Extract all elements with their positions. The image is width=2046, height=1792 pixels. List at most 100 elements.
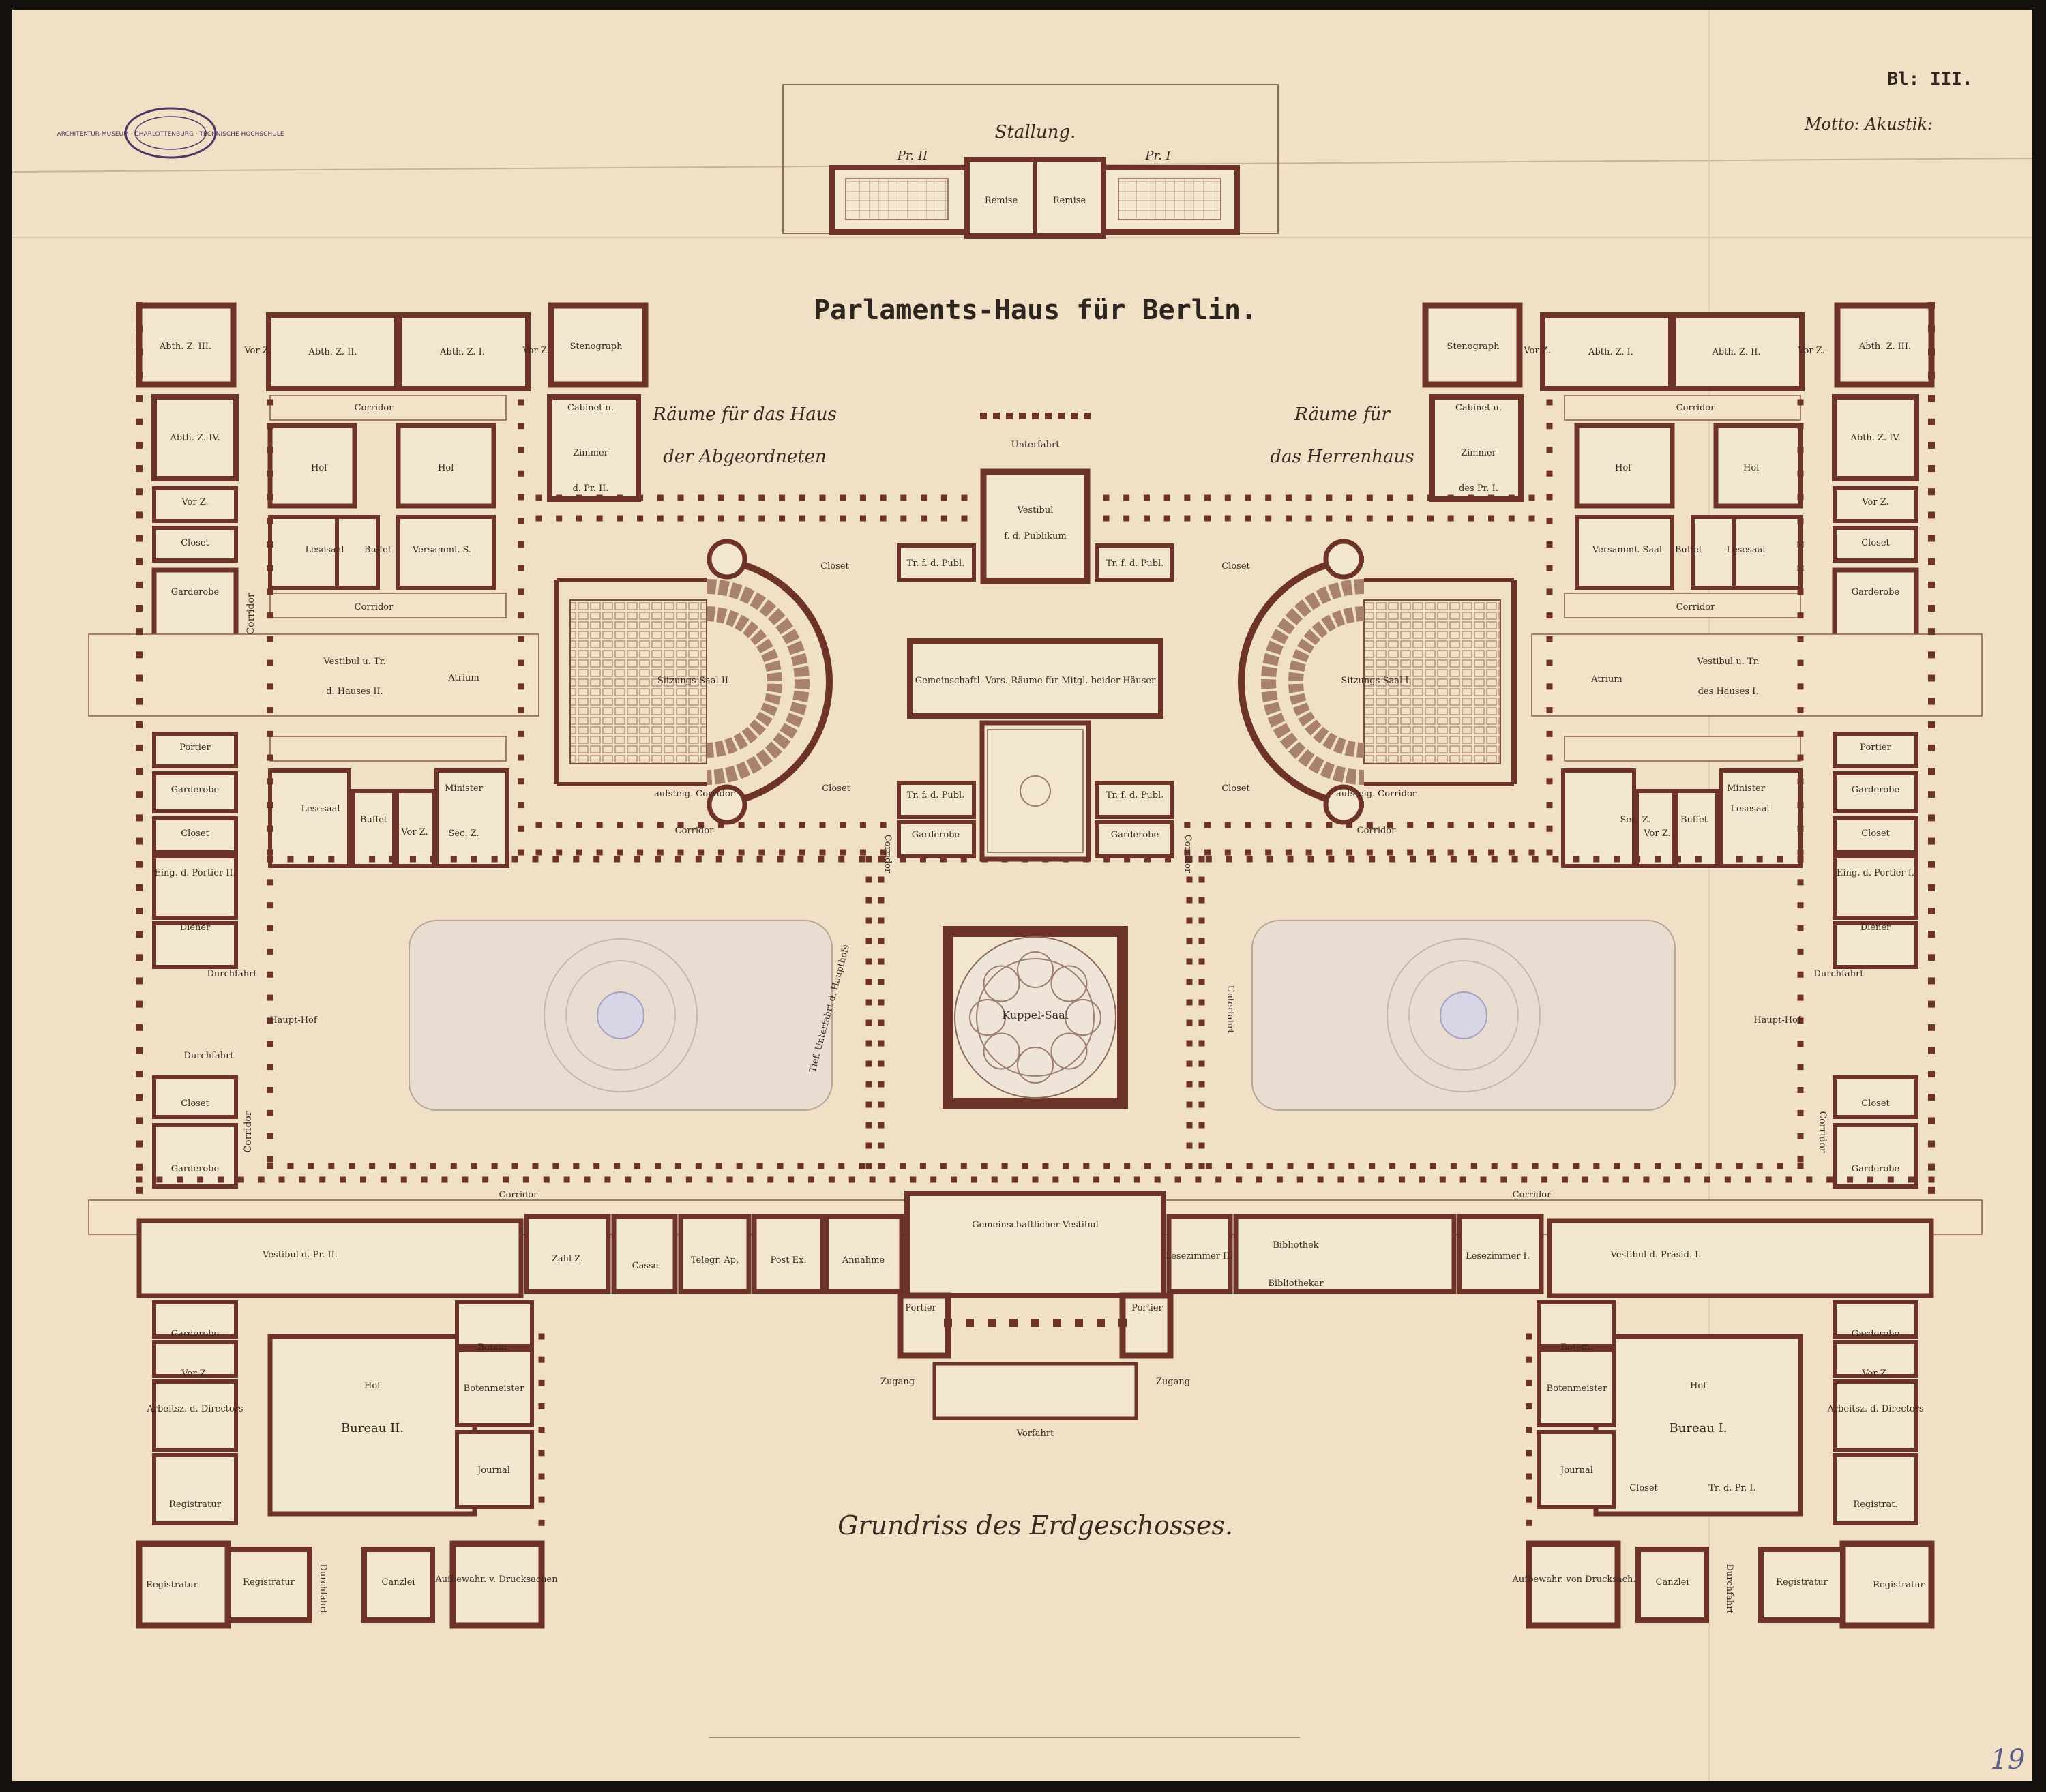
pier xyxy=(1928,325,1935,333)
room-outline xyxy=(136,1218,524,1298)
room-label: Registrat. xyxy=(1853,1499,1897,1510)
pier xyxy=(518,683,524,690)
pier xyxy=(919,856,926,863)
pier xyxy=(940,1163,947,1169)
pier xyxy=(1186,1081,1193,1088)
pier xyxy=(1429,1163,1436,1169)
assembly-halls xyxy=(554,539,1517,825)
room-label: Garderobe xyxy=(1852,1329,1900,1339)
pier xyxy=(1546,423,1553,430)
pier xyxy=(1488,849,1495,856)
pier xyxy=(1337,1176,1344,1183)
pier xyxy=(538,1379,545,1386)
pier xyxy=(614,1163,621,1169)
pier xyxy=(136,768,143,775)
room-outline xyxy=(396,515,496,590)
pier xyxy=(1928,535,1935,542)
pier xyxy=(1526,1613,1532,1619)
pier xyxy=(538,1519,545,1526)
room-label: Closet xyxy=(181,538,209,548)
pier xyxy=(596,515,603,522)
pier xyxy=(369,1163,376,1169)
fountain-ring xyxy=(544,938,698,1092)
pier xyxy=(758,515,765,522)
pier xyxy=(878,938,885,944)
pier xyxy=(1326,849,1333,856)
pier xyxy=(1186,917,1193,924)
room-outline xyxy=(1833,1340,1918,1378)
pier xyxy=(1143,515,1150,522)
pier xyxy=(450,856,457,863)
pier xyxy=(1614,1163,1620,1169)
pier xyxy=(278,1176,285,1183)
pier xyxy=(430,856,436,863)
pier xyxy=(698,494,705,501)
pier xyxy=(267,423,273,430)
pier xyxy=(1756,856,1763,863)
pier xyxy=(156,1176,163,1183)
pier xyxy=(1736,1163,1743,1169)
room-label: Registratur xyxy=(1776,1577,1828,1587)
pier xyxy=(1198,938,1205,944)
pier xyxy=(848,1176,855,1183)
pier xyxy=(1184,515,1191,522)
pier xyxy=(1366,822,1373,828)
room-label: Abth. Z. I. xyxy=(439,347,485,357)
pier xyxy=(1346,849,1353,856)
pier xyxy=(930,1176,937,1183)
room-outline xyxy=(151,567,239,648)
pier xyxy=(1928,488,1935,496)
pier xyxy=(535,822,542,828)
room-label: Buffet xyxy=(1675,545,1703,555)
pier xyxy=(267,588,273,595)
pier xyxy=(921,515,928,522)
pier xyxy=(840,849,846,856)
room-outline xyxy=(1758,1547,1845,1623)
room-outline xyxy=(1674,789,1719,868)
pier xyxy=(1198,856,1205,863)
room-label: Vor Z. xyxy=(181,1369,208,1379)
pier xyxy=(518,518,524,524)
room-outline xyxy=(152,486,238,523)
pier xyxy=(1736,856,1743,863)
room-label: Buffet xyxy=(364,545,392,555)
room-outline xyxy=(1429,394,1524,502)
room-outline xyxy=(979,720,1091,862)
room-label: Garderobe xyxy=(1852,587,1900,597)
pier xyxy=(1546,518,1553,524)
room-outline xyxy=(1422,302,1523,388)
room-label: Durchfahrt xyxy=(318,1564,328,1614)
pier xyxy=(1307,856,1314,863)
room-label: Garderobe xyxy=(171,1329,220,1339)
pier xyxy=(717,494,724,501)
pier xyxy=(136,674,143,682)
pier xyxy=(267,707,273,714)
pier xyxy=(136,1163,143,1171)
pier xyxy=(988,1319,996,1327)
pier xyxy=(136,1000,143,1008)
pier xyxy=(1928,861,1935,868)
pier xyxy=(1928,1024,1935,1031)
pier xyxy=(136,372,143,379)
pier xyxy=(543,1176,550,1183)
pier xyxy=(1704,1176,1710,1183)
stamp-text: ARCHITEKTUR-MUSEUM · CHARLOTTENBURG · TE… xyxy=(57,131,284,138)
room-outline xyxy=(1839,1540,1935,1629)
room-label: Vorfahrt xyxy=(1016,1429,1054,1439)
pier xyxy=(634,1163,641,1169)
pier xyxy=(1042,1163,1049,1169)
pier xyxy=(1521,1176,1528,1183)
sheet-number: Bl: III. xyxy=(1887,69,1972,89)
pier xyxy=(1532,1163,1539,1169)
pier xyxy=(197,1176,204,1183)
pier xyxy=(1124,1163,1131,1169)
pier xyxy=(1410,1163,1417,1169)
pier xyxy=(819,822,826,828)
pier xyxy=(677,494,684,501)
pier xyxy=(1724,1176,1731,1183)
pier xyxy=(1071,413,1078,419)
pier xyxy=(1123,515,1130,522)
pier xyxy=(865,1101,872,1108)
room-label: Corridor xyxy=(883,835,893,874)
room-outline xyxy=(1537,1430,1616,1509)
